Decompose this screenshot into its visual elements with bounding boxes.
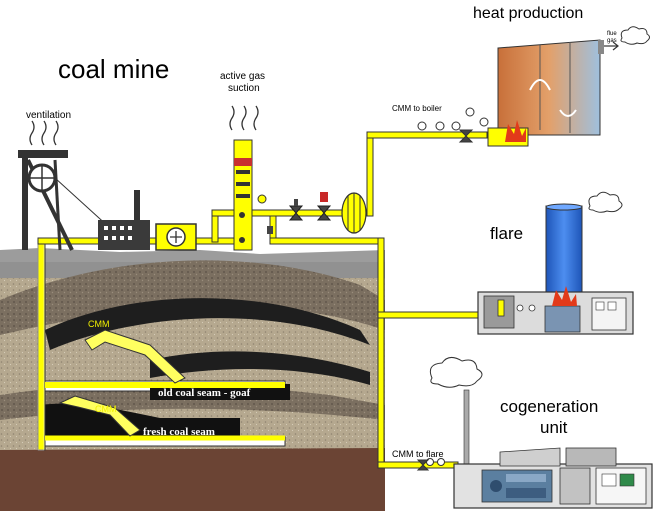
flare-unit bbox=[477, 203, 634, 335]
flue-cloud-icon bbox=[620, 26, 650, 45]
cogeneration-unit bbox=[453, 389, 653, 509]
pipe-horizontal-mid bbox=[269, 237, 385, 245]
underground-section: CMM CMM old coal seam - goaf fresh coal … bbox=[0, 239, 385, 511]
cmm-to-boiler-label: CMM to boiler bbox=[392, 104, 442, 113]
flare-cloud-icon bbox=[588, 191, 623, 213]
lower-cmm-drainage bbox=[58, 395, 141, 437]
engine-icon bbox=[481, 469, 553, 503]
cogeneration-label-2: unit bbox=[540, 418, 568, 437]
flame-arrester bbox=[341, 192, 367, 234]
flare-column bbox=[545, 205, 583, 293]
headframe-icon bbox=[18, 150, 111, 251]
pipe-to-boiler bbox=[366, 131, 488, 139]
flue-gas-label-2: gas bbox=[607, 38, 617, 44]
cogen-cloud-icon bbox=[429, 357, 483, 388]
active-gas-label-2: suction bbox=[228, 83, 260, 94]
ventilation-smoke-icon bbox=[29, 120, 59, 146]
cogen-exhaust-stack bbox=[463, 389, 470, 467]
pump-icon bbox=[155, 223, 197, 251]
ventilation-label: ventilation bbox=[26, 110, 71, 121]
old-seam-label: old coal seam - goaf bbox=[158, 387, 251, 399]
building-body bbox=[98, 220, 150, 250]
fresh-coal-seam bbox=[40, 403, 240, 440]
pipe-down-right bbox=[377, 237, 385, 469]
suction-smoke-icon bbox=[229, 105, 259, 131]
boiler-flame-icon bbox=[505, 120, 526, 142]
pipe-to-flare bbox=[377, 311, 479, 319]
cogeneration-label-1: cogeneration bbox=[500, 397, 598, 416]
flue-gas-label-1: flue bbox=[607, 31, 617, 37]
dark-rock-arch bbox=[0, 260, 385, 335]
boiler-unit bbox=[487, 39, 619, 147]
valve-icon bbox=[257, 192, 332, 234]
coal-arch-band-2 bbox=[150, 351, 370, 385]
flare-flame-icon bbox=[552, 286, 577, 306]
cmm-lower-label: CMM bbox=[95, 404, 117, 414]
headframe-top bbox=[18, 150, 68, 158]
page-title: coal mine bbox=[58, 54, 169, 84]
suction-tower bbox=[233, 139, 253, 251]
headframe-leg-left bbox=[22, 155, 28, 250]
coal-arch-band bbox=[45, 298, 370, 350]
gauge-row-boiler bbox=[417, 107, 489, 143]
cmm-to-flare-label: CMM to flare bbox=[392, 449, 444, 459]
pipe-to-cogen bbox=[377, 461, 459, 469]
soil-layer bbox=[0, 448, 385, 511]
mine-building bbox=[98, 190, 150, 250]
gauge-row-cogen bbox=[416, 458, 445, 471]
upper-cmm-drainage bbox=[84, 329, 186, 384]
fresh-seam-label: fresh coal seam bbox=[143, 426, 215, 438]
cable bbox=[54, 177, 111, 229]
cmm-upper-label: CMM bbox=[88, 319, 110, 329]
flare-label: flare bbox=[490, 224, 523, 243]
active-gas-label-1: active gas bbox=[220, 71, 265, 82]
chimney bbox=[134, 190, 140, 222]
heat-production-label: heat production bbox=[473, 5, 583, 22]
pipe-riser-boiler bbox=[366, 133, 374, 217]
